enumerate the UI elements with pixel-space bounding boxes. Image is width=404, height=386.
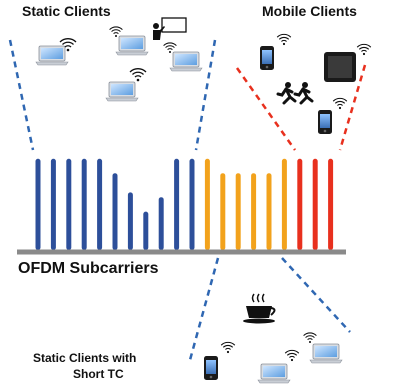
short-tc-label-line2: Short TC xyxy=(73,367,124,381)
mobile-cone xyxy=(235,64,367,151)
phone-icon xyxy=(204,356,218,380)
coffee-cup-icon xyxy=(243,293,276,324)
subcarrier-bar-static xyxy=(66,158,72,250)
presenter-icon xyxy=(153,17,187,40)
subcarrier-bar-short_tc xyxy=(281,158,287,250)
laptop-icon xyxy=(309,343,343,364)
running-person-icon xyxy=(276,82,314,105)
subcarrier-bar-static xyxy=(112,173,118,250)
phone-icon xyxy=(260,46,274,70)
wifi-icon xyxy=(109,26,123,38)
subcarrier-bar-static xyxy=(189,158,195,250)
laptop-icon xyxy=(257,363,291,384)
laptop-icon xyxy=(105,81,139,102)
short-tc-label-line1: Static Clients with xyxy=(33,351,136,365)
static-cone xyxy=(8,39,217,151)
subcarrier-bar-short_tc xyxy=(251,173,257,250)
wifi-icon xyxy=(284,349,300,362)
subcarrier-bar-mobile xyxy=(328,158,334,250)
wifi-icon xyxy=(332,97,348,110)
subcarrier-bar-static xyxy=(143,211,149,250)
laptop-icon xyxy=(169,51,203,72)
mobile-clients-label: Mobile Clients xyxy=(262,3,357,19)
wifi-icon xyxy=(276,33,292,46)
subcarriers-label: OFDM Subcarriers xyxy=(18,260,159,277)
wifi-icon xyxy=(129,68,147,82)
wifi-icon xyxy=(303,332,317,344)
static-clients-label: Static Clients xyxy=(22,3,111,19)
subcarrier-bar-mobile xyxy=(312,158,318,250)
laptop-icon xyxy=(35,45,69,66)
subcarrier-bar-static xyxy=(174,158,180,250)
subcarrier-bar-static xyxy=(35,158,41,250)
subcarrier-bar-static xyxy=(97,158,103,250)
subcarrier-bar-static xyxy=(158,197,164,250)
subcarrier-bar-short_tc xyxy=(266,173,272,250)
subcarrier-bar-short_tc xyxy=(204,158,210,250)
wifi-icon xyxy=(356,43,372,56)
wifi-icon xyxy=(220,341,236,354)
phone-icon xyxy=(318,110,332,134)
subcarrier-bar-short_tc xyxy=(235,173,241,250)
subcarrier-bar-static xyxy=(127,192,133,250)
subcarrier-bar-mobile xyxy=(297,158,303,250)
laptop-icon xyxy=(115,35,149,56)
subcarrier-bar-short_tc xyxy=(220,173,226,250)
subcarrier-bars xyxy=(35,158,334,250)
subcarrier-bar-static xyxy=(81,158,87,250)
subcarrier-bar-static xyxy=(50,158,56,250)
wifi-icon xyxy=(163,42,177,54)
short-tc-cone xyxy=(188,257,351,361)
tablet-icon xyxy=(324,52,356,82)
